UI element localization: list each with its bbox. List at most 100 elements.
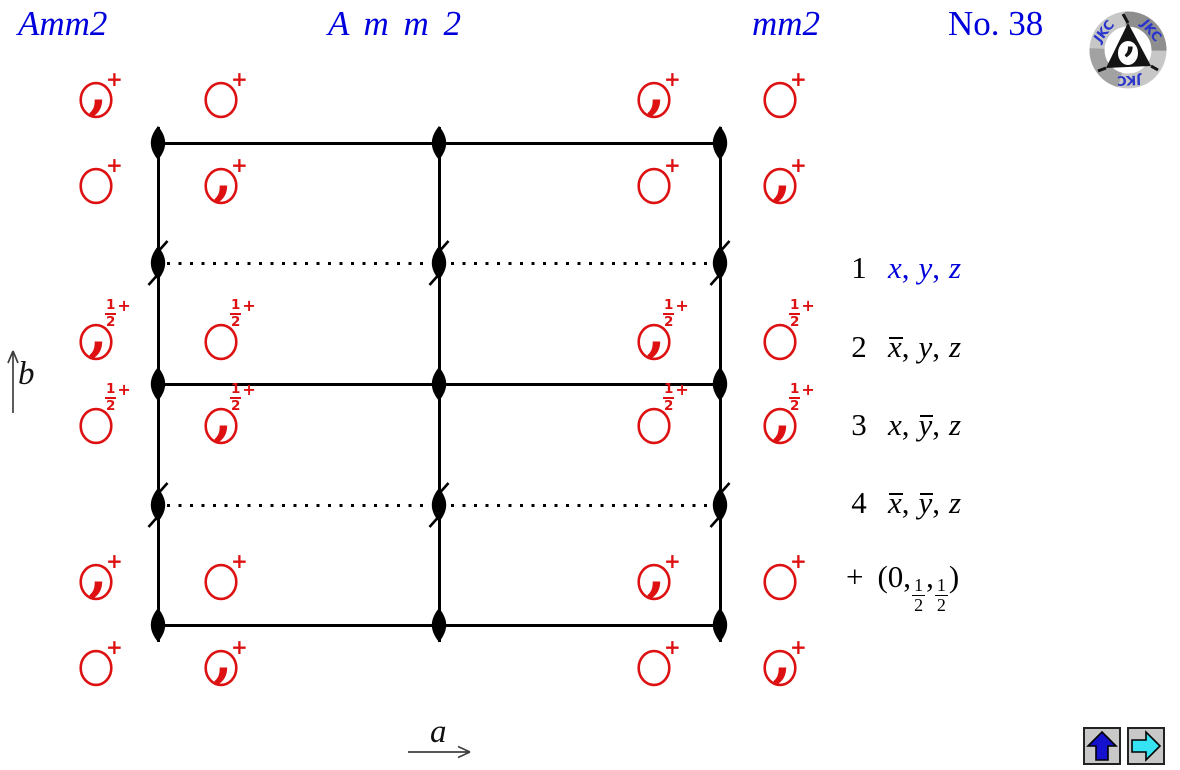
centering-close-paren: ) <box>948 559 960 594</box>
coordinate: y <box>918 329 933 364</box>
svg-text:,: , <box>773 164 792 207</box>
coordinate: y <box>918 250 933 285</box>
height-label: + <box>790 635 807 659</box>
svg-text:,: , <box>214 164 233 207</box>
coordinate-separator: , <box>901 407 910 442</box>
twofold-screw-axis-icon <box>421 477 457 533</box>
site-symbol-comma: ,+ <box>199 155 248 208</box>
twofold-axis-icon <box>702 597 738 653</box>
space-group-symbol-spaced: A m m 2 <box>328 4 465 43</box>
site-symbol-open: + <box>74 155 123 208</box>
height-label: + <box>106 67 123 91</box>
height-label: + <box>664 635 681 659</box>
twofold-axis-icon <box>140 597 176 653</box>
a-axis-arrow <box>408 745 471 759</box>
svg-text:,: , <box>214 646 233 689</box>
twofold-axis-icon <box>421 115 457 171</box>
right-arrow-icon <box>1131 730 1162 762</box>
twofold-axis-icon <box>140 356 176 412</box>
coordinate-separator: , <box>901 485 910 520</box>
twofold-screw-axis-icon <box>702 235 738 291</box>
height-label: + <box>106 549 123 573</box>
site-symbol-open: + <box>199 551 248 604</box>
position-number: 3 <box>851 407 867 442</box>
height-label: + <box>790 549 807 573</box>
b-axis-label: b <box>18 356 35 392</box>
twofold-axis-icon <box>702 356 738 412</box>
position-number: 2 <box>851 329 867 364</box>
coordinate-separator: , <box>932 329 941 364</box>
svg-text:,: , <box>647 560 666 603</box>
svg-text:,: , <box>773 404 792 447</box>
point-group-symbol: mm2 <box>752 4 821 43</box>
height-label: + <box>106 153 123 177</box>
svg-text:,: , <box>214 404 233 447</box>
height-label: + <box>664 67 681 91</box>
glide-line <box>451 261 711 265</box>
position-number: 1 <box>851 250 867 285</box>
coordinate-separator: , <box>932 407 941 442</box>
site-symbol-open: + <box>199 69 248 122</box>
site-symbol-comma: ,+ <box>758 155 807 208</box>
site-symbol-comma: ,+ <box>74 551 123 604</box>
coordinate: x <box>888 250 902 285</box>
glide-line <box>167 261 427 265</box>
coordinate-separator: , <box>932 485 941 520</box>
site-symbol-comma: ,+ <box>632 69 681 122</box>
svg-text:,: , <box>647 78 666 121</box>
coordinate: z <box>949 485 962 520</box>
twofold-axis-icon <box>421 597 457 653</box>
space-group-symbol-short: Amm2 <box>18 4 108 43</box>
svg-text:,: , <box>89 78 108 121</box>
glide-line <box>167 503 427 507</box>
svg-text:,: , <box>773 646 792 689</box>
up-arrow-icon <box>1086 730 1118 761</box>
coordinate: y <box>918 485 934 520</box>
svg-text:,: , <box>647 320 666 363</box>
twofold-axis-icon <box>140 115 176 171</box>
twofold-screw-axis-icon <box>140 235 176 291</box>
site-symbol-open: + <box>632 155 681 208</box>
site-symbol-open: + <box>758 69 807 122</box>
centering-plus: + <box>846 559 864 594</box>
nav-next-button[interactable] <box>1127 727 1165 765</box>
nav-up-button[interactable] <box>1083 727 1121 765</box>
height-label: + <box>231 153 248 177</box>
height-label: + <box>231 635 248 659</box>
twofold-screw-axis-icon <box>421 235 457 291</box>
twofold-axis-icon <box>702 115 738 171</box>
site-symbol-open: + <box>74 637 123 690</box>
height-label: + <box>790 67 807 91</box>
coordinate-separator: , <box>901 250 910 285</box>
height-label: + <box>790 153 807 177</box>
logo-eye-symbol: , <box>1097 13 1159 73</box>
a-axis-label: a <box>430 714 447 750</box>
twofold-screw-axis-icon <box>702 477 738 533</box>
centering-open-paren: (0, <box>877 559 912 594</box>
coordinate: z <box>949 250 962 285</box>
jkc-logo[interactable]: JKC JKC JKC , <box>1085 8 1171 92</box>
coordinate-separator: , <box>901 329 910 364</box>
twofold-screw-axis-icon <box>140 477 176 533</box>
height-label: + <box>664 549 681 573</box>
svg-text:,: , <box>1124 21 1136 61</box>
site-symbol-comma: ,+ <box>74 69 123 122</box>
height-label: + <box>664 153 681 177</box>
